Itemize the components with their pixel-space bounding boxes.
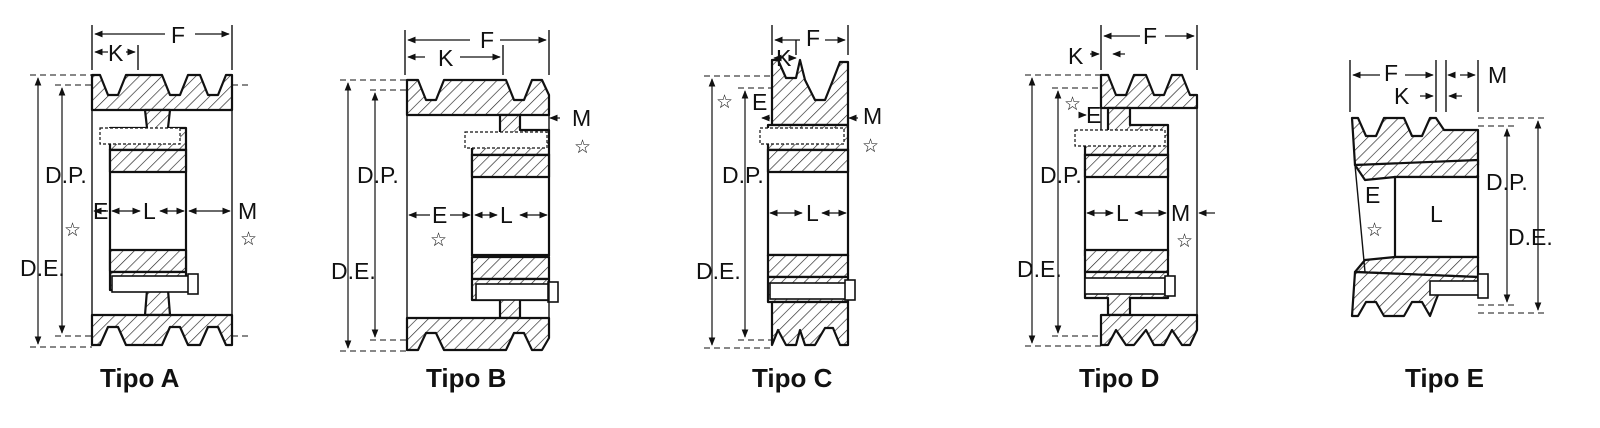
cap-screw-bottom [475,283,551,301]
bushing-flange-bottom [470,255,551,281]
bushing-flange-top [108,148,188,174]
dim-label-k: K [1068,43,1084,69]
bushing-flange-top [470,153,551,179]
set-screw-top [464,131,548,149]
dim-label-k: K [1394,83,1410,109]
dim-label-m: M [863,103,882,129]
figure-caption: Tipo B [426,363,506,393]
set-screw-top [759,127,845,145]
cap-screw-bottom [1084,277,1166,295]
dim-label-e: E [93,198,108,224]
dim-label-de: D.E. [1508,224,1553,250]
star-icon: ☆ [240,228,257,250]
dim-label-de: D.E. [331,258,376,284]
dim-label-de: D.E. [20,255,65,281]
star-icon: ☆ [1064,93,1081,115]
figure-tipo-b: F K D.P. D.E. E L M ☆ ☆ Tipo B [331,27,591,393]
dim-label-m: M [1488,62,1507,88]
dim-label-f: F [171,22,185,48]
pulley-rim-bottom [1099,313,1199,347]
pulley-rim-top [770,58,850,127]
dim-label-dp: D.P. [357,162,399,188]
pulley-rim-top [90,73,234,112]
dim-label-e: E [1365,182,1380,208]
taper-bushing [1393,175,1480,259]
pulley-rim-bottom [405,316,551,352]
star-icon: ☆ [64,219,81,241]
cap-screw-bottom [1429,280,1481,296]
star-icon: ☆ [862,135,879,157]
dim-label-dp: D.P. [45,162,87,188]
dim-label-l: L [1430,201,1443,227]
cap-screw-bottom [111,275,191,293]
pulley-rim-top [1099,73,1199,110]
dim-label-m: M [1171,200,1190,226]
dim-label-de: D.E. [1017,256,1062,282]
star-icon: ☆ [1176,230,1193,252]
screw-head-bottom [1164,275,1176,297]
dim-label-dp: D.P. [722,162,764,188]
screw-head-bottom [187,273,199,295]
bushing-flange-bottom [108,248,188,274]
figure-tipo-e: F K M D.P. D.E. E L ☆ Tipo E [1349,60,1553,393]
figure-caption: Tipo A [100,363,180,393]
screw-head-bottom [547,281,559,303]
figure-caption: Tipo E [1405,363,1484,393]
dim-label-f: F [1143,23,1157,49]
dim-label-de: D.E. [696,258,741,284]
bushing-flange-bottom [1083,248,1170,274]
figure-tipo-d: F K D.P. D.E. E L M ☆ ☆ Tipo D [1017,23,1215,393]
dim-label-f: F [1384,60,1398,86]
dim-label-k: K [438,45,454,71]
dim-label-f: F [480,27,494,53]
dim-label-k: K [776,45,792,71]
dim-label-e: E [432,202,447,228]
figure-tipo-c: F K D.P. D.E. E L M ☆ ☆ Tipo C [696,25,882,393]
dim-label-m: M [572,105,591,131]
cap-screw-bottom [769,282,847,300]
dim-label-dp: D.P. [1040,162,1082,188]
dim-label-f: F [806,25,820,51]
dim-label-l: L [143,198,156,224]
dim-label-k: K [108,40,124,66]
dim-label-l: L [500,202,513,228]
star-icon: ☆ [1366,219,1383,241]
pulley-rim-bottom [90,313,234,347]
figure-caption: Tipo D [1079,363,1159,393]
dim-label-l: L [1116,200,1129,226]
screw-head-bottom [844,279,856,301]
dim-label-e: E [1086,102,1101,128]
star-icon: ☆ [716,91,733,113]
dim-label-m: M [238,198,257,224]
screw-head-bottom [1477,273,1489,299]
bushing-flange-top [766,148,850,174]
star-icon: ☆ [574,136,591,158]
dim-label-e: E [752,89,767,115]
bushing-flange-top [1083,153,1170,179]
dim-label-dp: D.P. [1486,169,1528,195]
pulley-rim-bottom [770,300,850,347]
set-screw-top [1074,129,1166,147]
set-screw-top [99,127,181,145]
pulley-rim-top [405,78,551,117]
figure-tipo-a: F K D.P. D.E. E L M ☆ ☆ Tipo A [20,22,257,393]
dim-label-l: L [806,200,819,226]
pulley-rim-top [1350,116,1480,167]
figure-caption: Tipo C [752,363,833,393]
star-icon: ☆ [430,229,447,251]
bushing-flange-bottom [766,253,850,279]
